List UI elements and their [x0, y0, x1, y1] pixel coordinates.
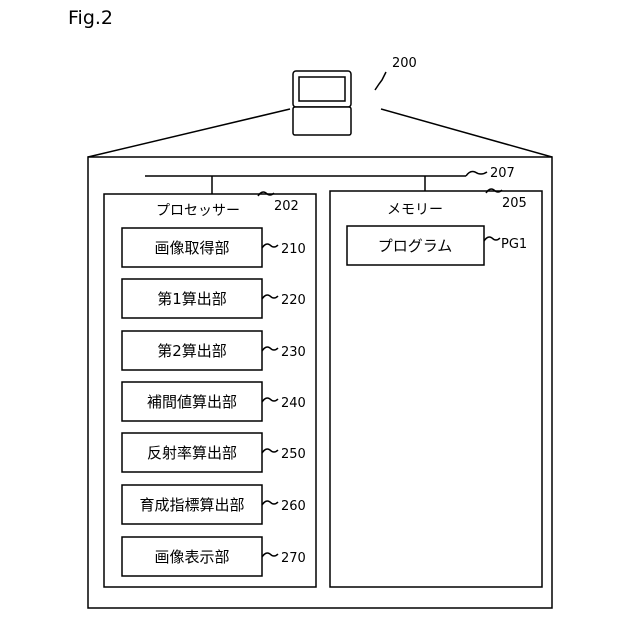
- computer-icon: [293, 71, 351, 135]
- unit-ref: 230: [281, 345, 306, 360]
- unit-ref: 240: [281, 396, 306, 411]
- unit-ref: 210: [281, 242, 306, 257]
- unit-label: 画像取得部: [154, 239, 229, 257]
- unit-ref: 260: [281, 499, 306, 514]
- device-ref: 200: [392, 56, 417, 71]
- program-ref: PG1: [501, 237, 527, 252]
- unit-label: 補間値算出部: [147, 393, 237, 411]
- expansion-line-left: [88, 109, 290, 157]
- unit-label: 第1算出部: [157, 290, 227, 308]
- unit-label: 反射率算出部: [147, 444, 237, 462]
- program-label: プログラム: [378, 237, 453, 255]
- device-ref-leader: [375, 72, 386, 90]
- unit-ref: 250: [281, 447, 306, 462]
- unit-ref: 220: [281, 293, 306, 308]
- memory-ref: 205: [502, 196, 527, 211]
- expansion-line-right: [381, 109, 552, 157]
- processor-title: プロセッサー: [156, 203, 240, 219]
- processor-ref: 202: [274, 199, 299, 214]
- memory-title: メモリー: [387, 202, 443, 218]
- unit-ref: 270: [281, 551, 306, 566]
- bus-ref: 207: [490, 166, 515, 181]
- unit-label: 画像表示部: [154, 548, 229, 566]
- unit-label: 育成指標算出部: [139, 496, 244, 514]
- figure-label: Fig.2: [68, 7, 113, 29]
- unit-label: 第2算出部: [157, 342, 227, 360]
